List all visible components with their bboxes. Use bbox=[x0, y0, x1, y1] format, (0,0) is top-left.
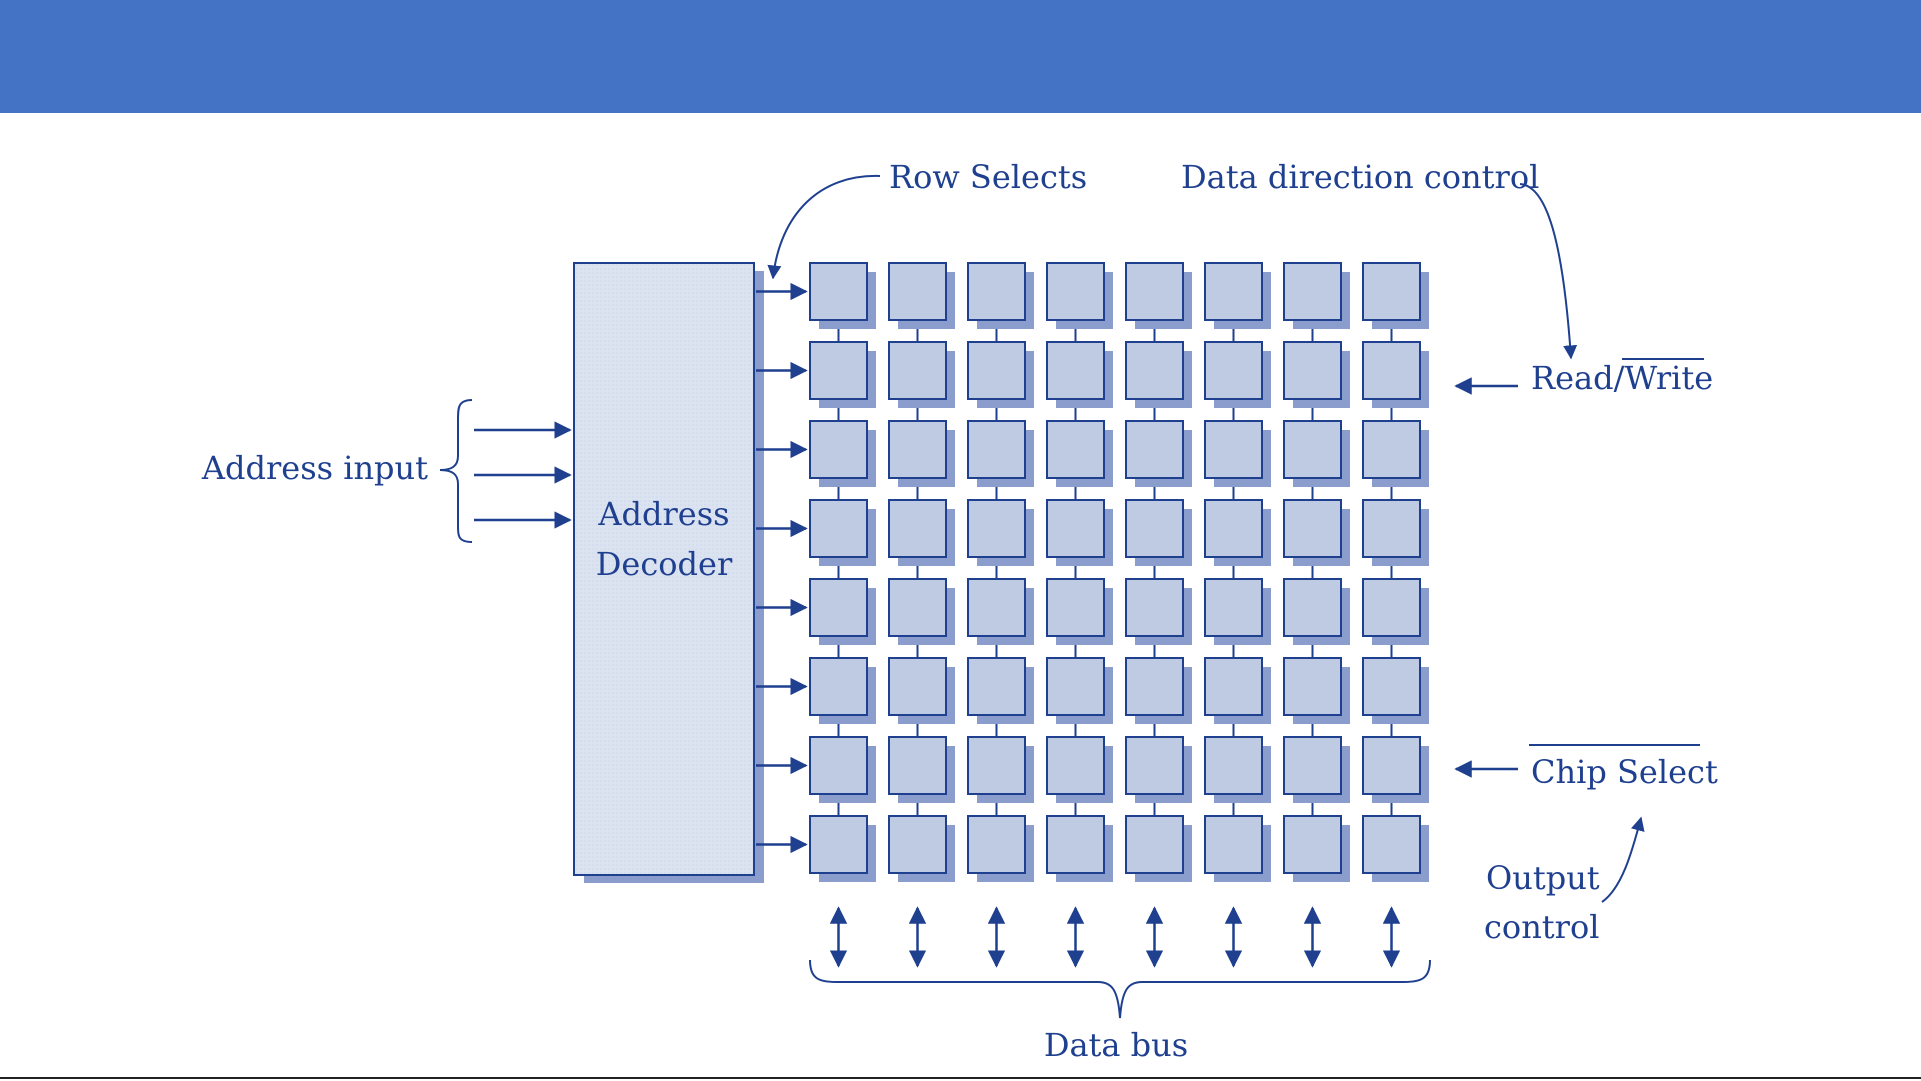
read-write-label: Read/Write bbox=[1531, 359, 1713, 397]
memory-cell bbox=[889, 421, 946, 478]
memory-cell bbox=[1126, 658, 1183, 715]
memory-cell bbox=[1363, 816, 1420, 873]
memory-cell bbox=[1205, 500, 1262, 557]
chip-select-label: Chip Select bbox=[1531, 753, 1718, 791]
memory-cell bbox=[1205, 421, 1262, 478]
memory-cell bbox=[1284, 737, 1341, 794]
memory-cell bbox=[1126, 500, 1183, 557]
memory-cell bbox=[1047, 421, 1104, 478]
memory-cell bbox=[1126, 342, 1183, 399]
memory-cell bbox=[1126, 737, 1183, 794]
memory-cell bbox=[1363, 579, 1420, 636]
memory-cell bbox=[1284, 816, 1341, 873]
memory-cell bbox=[1284, 658, 1341, 715]
memory-cell bbox=[1047, 342, 1104, 399]
memory-cell bbox=[1047, 579, 1104, 636]
memory-cell bbox=[1363, 737, 1420, 794]
memory-cell bbox=[1363, 658, 1420, 715]
bottom-rule bbox=[0, 1077, 1921, 1079]
memory-cell bbox=[968, 579, 1025, 636]
memory-cell bbox=[810, 500, 867, 557]
memory-cell bbox=[968, 737, 1025, 794]
memory-cell bbox=[1126, 421, 1183, 478]
address-input-brace bbox=[440, 400, 472, 542]
memory-cell bbox=[1205, 658, 1262, 715]
output-control-arrow bbox=[1602, 818, 1641, 902]
memory-cell bbox=[1205, 342, 1262, 399]
memory-cell bbox=[889, 263, 946, 320]
memory-cell bbox=[810, 579, 867, 636]
memory-cell bbox=[1047, 263, 1104, 320]
data-direction-arrow bbox=[1520, 184, 1571, 358]
output-control-label-line2: control bbox=[1484, 908, 1599, 946]
memory-cell bbox=[968, 421, 1025, 478]
memory-cell bbox=[1284, 500, 1341, 557]
memory-cell bbox=[889, 342, 946, 399]
memory-cell bbox=[968, 658, 1025, 715]
memory-cell bbox=[810, 342, 867, 399]
memory-cell bbox=[889, 816, 946, 873]
memory-cell bbox=[1363, 500, 1420, 557]
row-selects-label: Row Selects bbox=[889, 158, 1087, 196]
address-input-label: Address input bbox=[201, 449, 428, 487]
memory-cell bbox=[1047, 737, 1104, 794]
memory-cell bbox=[810, 421, 867, 478]
memory-cell bbox=[1126, 816, 1183, 873]
data-bus-label: Data bus bbox=[1044, 1026, 1188, 1064]
memory-cell bbox=[1363, 342, 1420, 399]
memory-cell bbox=[1205, 263, 1262, 320]
data-bus-brace bbox=[810, 960, 1430, 1018]
memory-cell bbox=[1047, 500, 1104, 557]
memory-cell bbox=[889, 500, 946, 557]
memory-cell bbox=[889, 737, 946, 794]
memory-cell bbox=[1284, 263, 1341, 320]
memory-cell bbox=[1126, 579, 1183, 636]
memory-cell bbox=[1363, 263, 1420, 320]
memory-cell bbox=[810, 737, 867, 794]
memory-cell bbox=[810, 658, 867, 715]
memory-cell bbox=[968, 500, 1025, 557]
data-direction-control-label: Data direction control bbox=[1181, 158, 1539, 196]
memory-cell bbox=[1284, 579, 1341, 636]
memory-cell bbox=[810, 816, 867, 873]
memory-cell bbox=[889, 658, 946, 715]
decoder-label-line2: Decoder bbox=[596, 545, 733, 583]
memory-cell bbox=[889, 579, 946, 636]
decoder-label-line1: Address bbox=[597, 495, 729, 533]
memory-cell bbox=[1205, 579, 1262, 636]
memory-cell bbox=[1126, 263, 1183, 320]
memory-cell bbox=[1047, 658, 1104, 715]
memory-cell bbox=[1205, 737, 1262, 794]
memory-cell bbox=[968, 263, 1025, 320]
memory-cell bbox=[1047, 816, 1104, 873]
memory-cell bbox=[968, 816, 1025, 873]
output-control-label-line1: Output bbox=[1486, 859, 1600, 897]
memory-cell bbox=[1284, 421, 1341, 478]
memory-cell bbox=[1284, 342, 1341, 399]
memory-cell bbox=[1205, 816, 1262, 873]
memory-cell bbox=[968, 342, 1025, 399]
memory-cell bbox=[810, 263, 867, 320]
memory-cell bbox=[1363, 421, 1420, 478]
